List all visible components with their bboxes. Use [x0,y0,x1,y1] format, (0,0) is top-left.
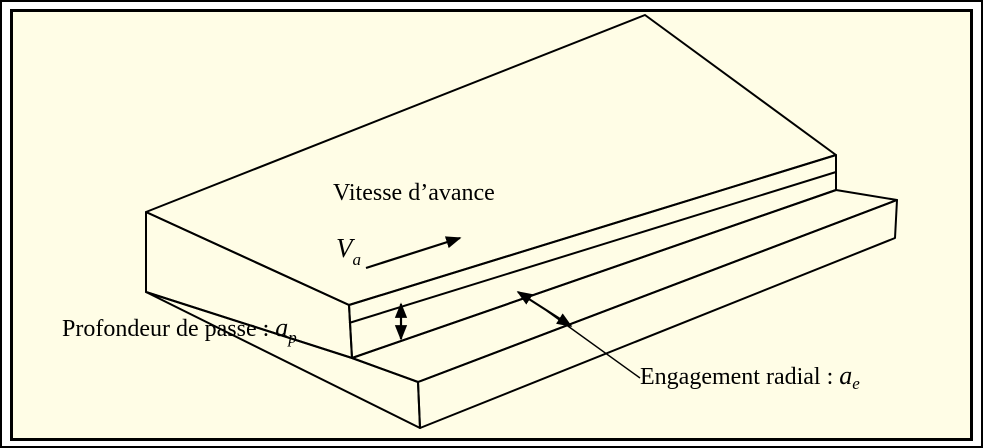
radial-label: Engagement radial : ae [640,361,860,393]
radial-leader [546,310,641,379]
step-floor-face [351,189,898,383]
feed-symbol-base: V [336,233,356,263]
radial-symbol-base: a [839,361,852,390]
feed-speed-label: Vitesse d’avance [333,180,495,206]
radial-symbol-sub: e [852,374,860,393]
radial-text: Engagement radial : [640,364,839,390]
feed-symbol: Va [336,233,361,269]
depth-text: Profondeur de passe : [62,316,275,342]
workpiece-block [145,14,898,429]
depth-symbol-base: a [275,313,288,342]
radial-arrow [516,291,573,327]
depth-label: Profondeur de passe : ap [62,313,297,347]
depth-symbol-sub: p [287,328,297,347]
feed-symbol-sub: a [353,250,362,269]
feed-arrow [365,236,462,270]
groove-line [348,171,837,324]
diagram-panel [10,9,973,441]
lower-side-face [417,199,898,429]
